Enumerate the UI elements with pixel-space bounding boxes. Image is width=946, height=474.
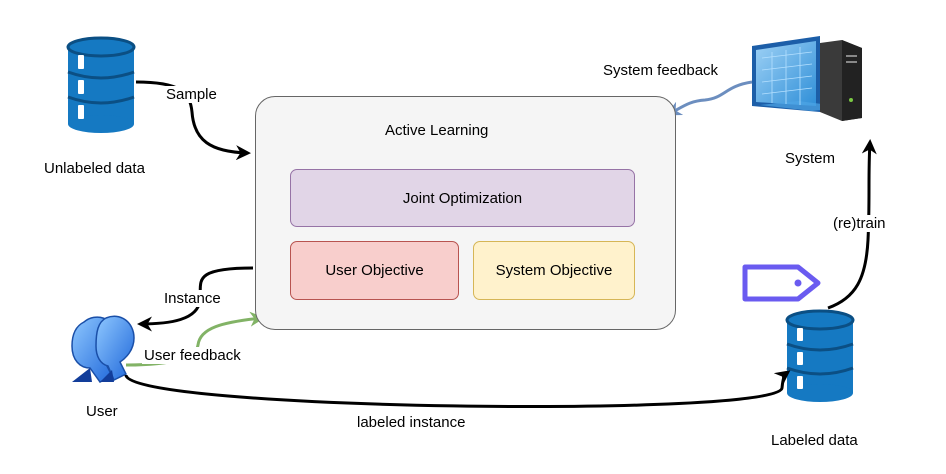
user-objective-box: User Objective [290,241,459,300]
user-icon [71,315,135,383]
labeled-instance-arrow [124,370,791,408]
labeled-database-icon [785,309,855,402]
instance-label: Instance [162,290,223,307]
labeled-instance-label: labeled instance [355,414,468,431]
unlabeled-data-label: Unlabeled data [44,160,145,177]
labeled-data-label: Labeled data [771,432,858,449]
system-objective-label: System Objective [495,262,613,279]
user-objective-label: User Objective [325,262,424,279]
user-label: User [86,403,118,420]
sample-arrow [135,80,251,161]
joint-optimization-label: Joint Optimization [402,189,523,207]
computer-icon [752,36,862,121]
user-feedback-label: User feedback [142,347,243,364]
system-feedback-arrow [666,80,753,116]
system-label: System [785,150,836,167]
retrain-arrow [827,139,877,310]
sample-label: Sample [164,86,219,103]
tag-icon [742,264,821,302]
active-learning-title: Active Learning [385,122,489,139]
retrain-label: (re)train [831,215,888,232]
unlabeled-database-icon [66,36,136,133]
system-feedback-label: System feedback [601,62,721,79]
joint-optimization-box: Joint Optimization [290,169,635,227]
system-objective-box: System Objective [473,241,635,300]
